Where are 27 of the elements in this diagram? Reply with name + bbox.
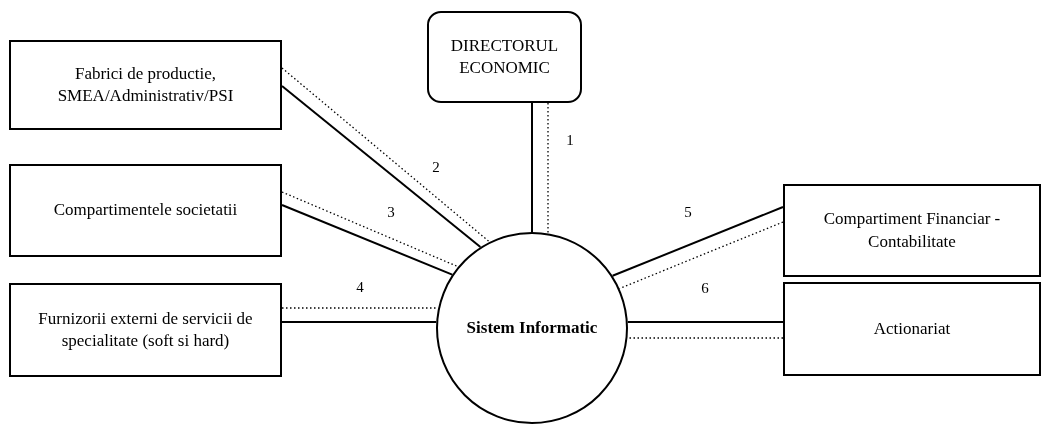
- entity-box: [9, 283, 282, 377]
- entity-box: [783, 184, 1041, 277]
- callout-number: 4: [356, 278, 364, 296]
- connector-line: [281, 321, 438, 323]
- connector-line: [531, 102, 533, 233]
- dotted-connector: [547, 102, 549, 234]
- connector-line: [626, 321, 784, 323]
- callout-number: 2: [432, 158, 440, 176]
- callout-number: 3: [387, 203, 395, 221]
- entity-box: [783, 282, 1041, 376]
- connector-line: [611, 206, 784, 277]
- callout-number: 1: [566, 131, 574, 149]
- entity-box: [9, 40, 282, 130]
- node-label: Compartimentele societatii: [53, 199, 238, 222]
- node-label: Sistem Informatic: [466, 316, 598, 339]
- node-label: DIRECTORUL ECONOMIC: [449, 34, 560, 79]
- callout-number: 6: [701, 279, 709, 297]
- entity-box: [9, 164, 282, 257]
- dotted-connector: [281, 67, 491, 243]
- node-label: Furnizorii externi de servicii de specialitate (soft si hard): [37, 307, 254, 352]
- node-label: Fabrici de productie, SMEA/Administrativ/PSI: [56, 62, 235, 107]
- callout-number: 5: [684, 203, 692, 221]
- connector-line: [281, 85, 482, 248]
- node-label: Actionariat: [873, 317, 951, 340]
- connector-line: [281, 204, 454, 276]
- entity-box: [427, 11, 582, 103]
- node-label: Compartiment Financiar - Contabilitate: [822, 208, 1002, 253]
